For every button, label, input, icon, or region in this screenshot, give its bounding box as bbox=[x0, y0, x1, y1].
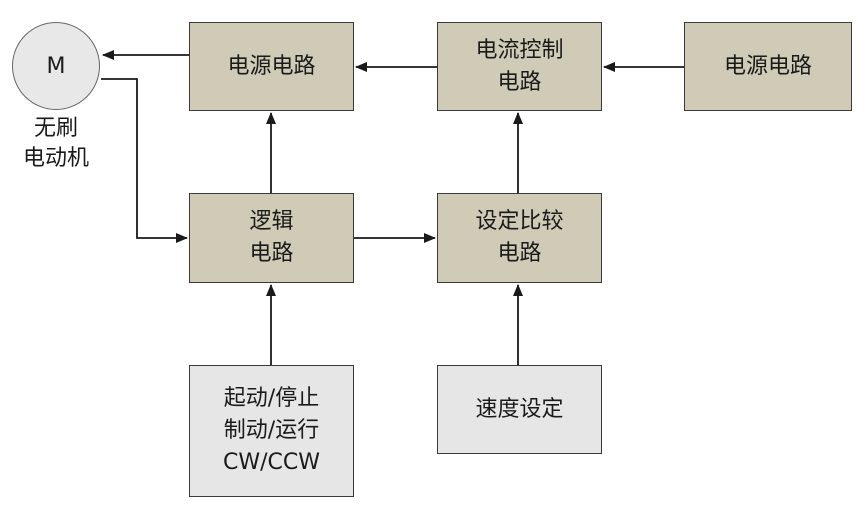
block-label: 速度设定 bbox=[475, 396, 564, 422]
motor-symbol: M bbox=[12, 22, 100, 110]
setpoint-compare-circuit-block: 设定比较 电路 bbox=[437, 193, 602, 283]
block-label: 电源电路 bbox=[227, 53, 316, 79]
block-label-line-1: 设定比较 bbox=[475, 209, 564, 234]
block-label-line-2: 制动/运行 bbox=[223, 418, 320, 443]
block-label-line-2: 电路 bbox=[497, 241, 542, 266]
motor-label: 无刷 电动机 bbox=[6, 114, 106, 174]
motor-label-line-2: 电动机 bbox=[22, 146, 89, 171]
block-label-line-2: 电路 bbox=[249, 241, 294, 266]
block-label-line-1: 起动/停止 bbox=[223, 386, 320, 411]
arrow-motor-to-logic bbox=[101, 78, 188, 243]
control-input-block: 起动/停止 制动/运行 CW/CCW bbox=[189, 365, 354, 497]
power-circuit-right-block: 电源电路 bbox=[684, 22, 852, 111]
current-control-circuit-block: 电流控制 电路 bbox=[437, 22, 602, 111]
speed-setting-block: 速度设定 bbox=[437, 365, 602, 454]
power-circuit-left-block: 电源电路 bbox=[189, 22, 354, 111]
block-label-line-1: 电流控制 bbox=[475, 37, 564, 63]
block-label-line-2: 电路 bbox=[497, 69, 542, 95]
motor-letter: M bbox=[46, 53, 66, 79]
block-label-line-1: 逻辑 bbox=[249, 209, 294, 234]
block-label: 电源电路 bbox=[723, 53, 812, 79]
motor-label-line-1: 无刷 bbox=[33, 116, 78, 141]
logic-circuit-block: 逻辑 电路 bbox=[189, 193, 354, 283]
block-label-line-3: CW/CCW bbox=[222, 450, 320, 475]
